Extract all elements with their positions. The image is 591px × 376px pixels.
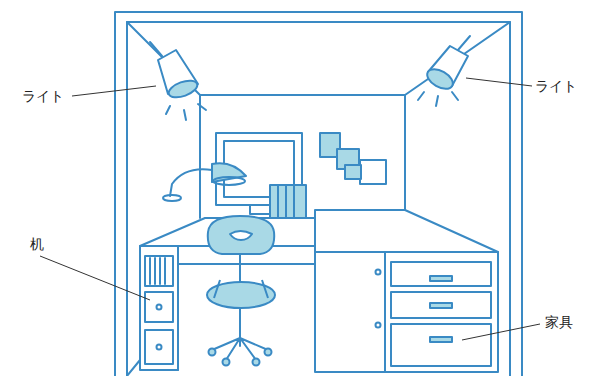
cabinet-part [430,276,452,281]
wall-notes-part [360,160,386,184]
office-chair-part [208,216,274,254]
cabinet-part [430,337,452,342]
desk-lamp-part [170,169,212,196]
office-chair-part [214,280,268,298]
ceiling-light-part [166,104,206,120]
cabinet-part [430,303,452,308]
ceiling-light [150,42,206,120]
desk-part [145,292,173,322]
leader-line-part [466,78,532,86]
office-chair-part [212,338,268,360]
office-chair [207,216,275,366]
desk-part [157,305,162,310]
cabinet-part [391,262,491,286]
booth-frame-part [199,95,201,218]
leader-line-part [40,256,150,300]
desk-part [145,256,173,286]
booth-frame-part [404,95,406,215]
office-chair-part [230,231,252,240]
cabinet-part [376,323,381,328]
part-label: 机 [30,236,44,252]
office-chair-part [223,359,230,366]
booth-frame-part [127,360,140,376]
ceiling-light-part [424,65,456,93]
desk-lamp-part [213,177,245,185]
office-chair-part [239,254,241,282]
monitor-part [250,205,270,214]
leader-line-part [462,324,540,340]
ceiling-light-part [167,77,200,100]
desk-part [140,246,178,370]
desk-part [178,263,315,265]
desk-part [177,264,179,370]
leader-line [40,78,540,340]
desk-part [145,330,173,364]
ceiling-light-part [458,36,470,50]
desk-lamp-part [163,195,181,201]
ceiling-light-part [418,92,458,106]
ceiling-light [418,36,470,106]
ceiling-light-part [150,42,162,56]
booth-frame-part [127,22,510,376]
desk-part [150,258,165,284]
part-label: 家具 [545,314,573,330]
part-label: ライト [535,78,577,94]
office-chair-part [209,349,216,356]
cabinet-part [391,324,491,366]
office-chair-part [265,349,272,356]
cabinet-part [391,292,491,318]
cabinet [315,252,498,372]
cabinet-part [315,252,498,372]
leader-line-part [72,86,156,96]
booth-frame [115,12,522,376]
wall-notes-part [345,165,361,179]
part-label: ライト [22,88,64,104]
wall-notes [320,133,386,184]
desk-lamp [163,163,246,201]
desk-part [157,345,162,350]
office-chair-part [253,359,260,366]
cabinet-part [376,270,381,275]
booth-frame-part [115,12,522,376]
office-chair-part [239,308,241,338]
desk-part [315,210,498,252]
cabinet-part [384,252,386,372]
